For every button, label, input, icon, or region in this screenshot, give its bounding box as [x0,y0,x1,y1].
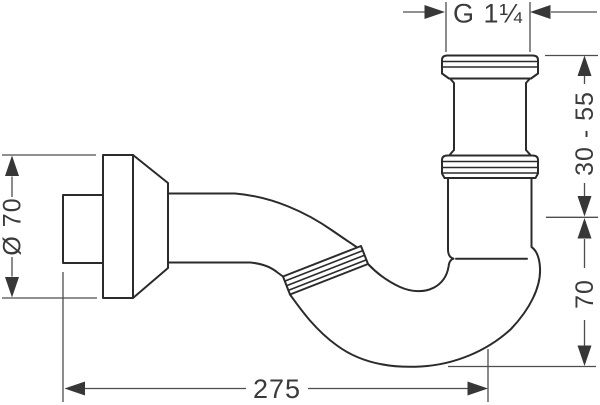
dimension-label-adjust-range: 30 - 55 [571,91,599,176]
extension-lines [545,54,598,218]
dimension-arrow-left-icon [530,5,551,19]
inlet-pipe-bottom-edge [167,261,284,278]
dimension-overall-length: 275 [62,272,489,404]
dimension-arrow-down-icon [577,196,592,217]
inlet-pipe-top-edge [167,192,358,248]
dimension-arrow-right-icon [467,381,488,396]
trap-union-nut-diagonal [282,245,369,296]
extension-lines [2,154,97,299]
dimension-label-thread: G 1¼ [453,0,523,29]
dimension-outlet-depth: 70 [448,218,599,368]
dimension-label-flange-diameter: Ø 70 [0,197,26,255]
dimension-arrow-left-icon [64,381,85,396]
dimension-adjust-range: 30 - 55 [545,54,599,218]
dimension-arrow-up-icon [5,155,19,176]
dimension-arrow-right-icon [424,5,445,19]
trap-outer-bend [289,177,542,368]
dimension-arrow-up-icon [577,55,592,76]
trap-inner-bend [367,177,455,293]
dimension-arrow-down-icon [5,277,19,298]
dimension-arrow-down-icon [577,345,592,366]
outlet-union-nut-top [441,54,539,80]
wall-escutcheon-flange [102,154,134,299]
trap-body [62,54,542,368]
dimension-arrow-up-icon [577,218,592,239]
dimension-thread-size: G 1¼ [403,0,597,52]
wall-pipe-stub [62,194,104,264]
dimension-label-overall-length: 275 [253,374,301,404]
extension-lines [62,272,489,402]
outlet-tube-upper [449,77,531,156]
dimension-label-outlet-depth: 70 [571,279,599,309]
extension-lines [445,2,531,52]
flange-cone [132,154,169,299]
dimension-flange-diameter: Ø 70 [0,154,97,299]
outlet-union-nut-lower [441,154,539,179]
